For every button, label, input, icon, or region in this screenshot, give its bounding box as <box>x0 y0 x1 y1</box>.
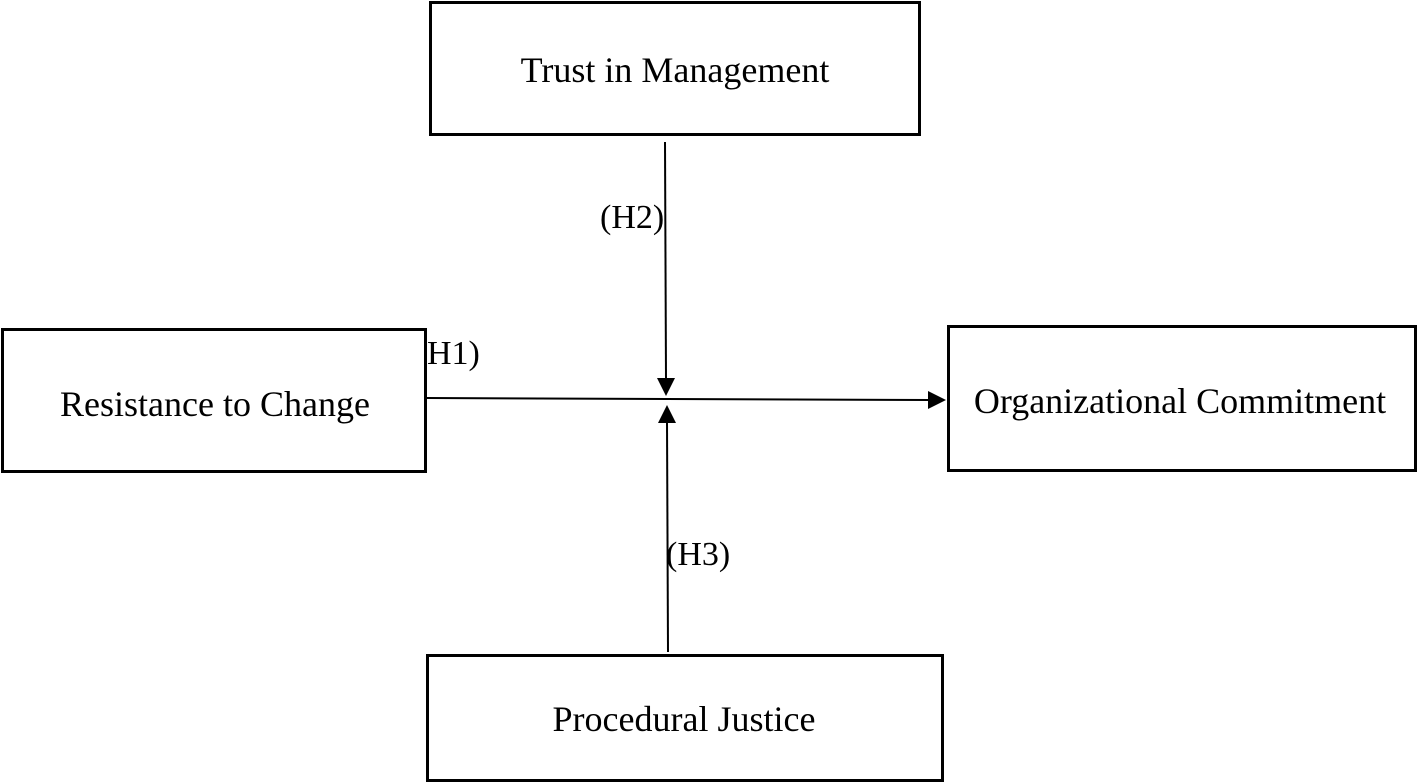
h1-arrowhead <box>928 391 946 409</box>
h1-arrow-line <box>426 397 931 401</box>
h2-arrow-line <box>664 141 667 381</box>
node-commitment-label: Organizational Commitment <box>973 380 1387 421</box>
hypothesis-h2-label: (H2) <box>600 199 665 236</box>
hypothesis-h1-label: H1) <box>427 335 480 372</box>
hypothesis-h3-label: (H3) <box>666 536 731 573</box>
node-resistance-label: Resistance to Change <box>60 383 370 424</box>
h2-arrowhead <box>657 378 675 396</box>
node-resistance-to-change: Resistance to Change <box>1 328 427 473</box>
h3-arrow-line <box>666 421 669 653</box>
node-trust-in-management: Trust in Management <box>429 1 921 136</box>
h3-arrowhead <box>658 405 676 423</box>
node-trust-label: Trust in Management <box>520 49 830 90</box>
node-procedural-justice: Procedural Justice <box>426 654 944 782</box>
node-organizational-commitment: Organizational Commitment <box>947 325 1417 472</box>
node-justice-label: Procedural Justice <box>552 699 816 739</box>
